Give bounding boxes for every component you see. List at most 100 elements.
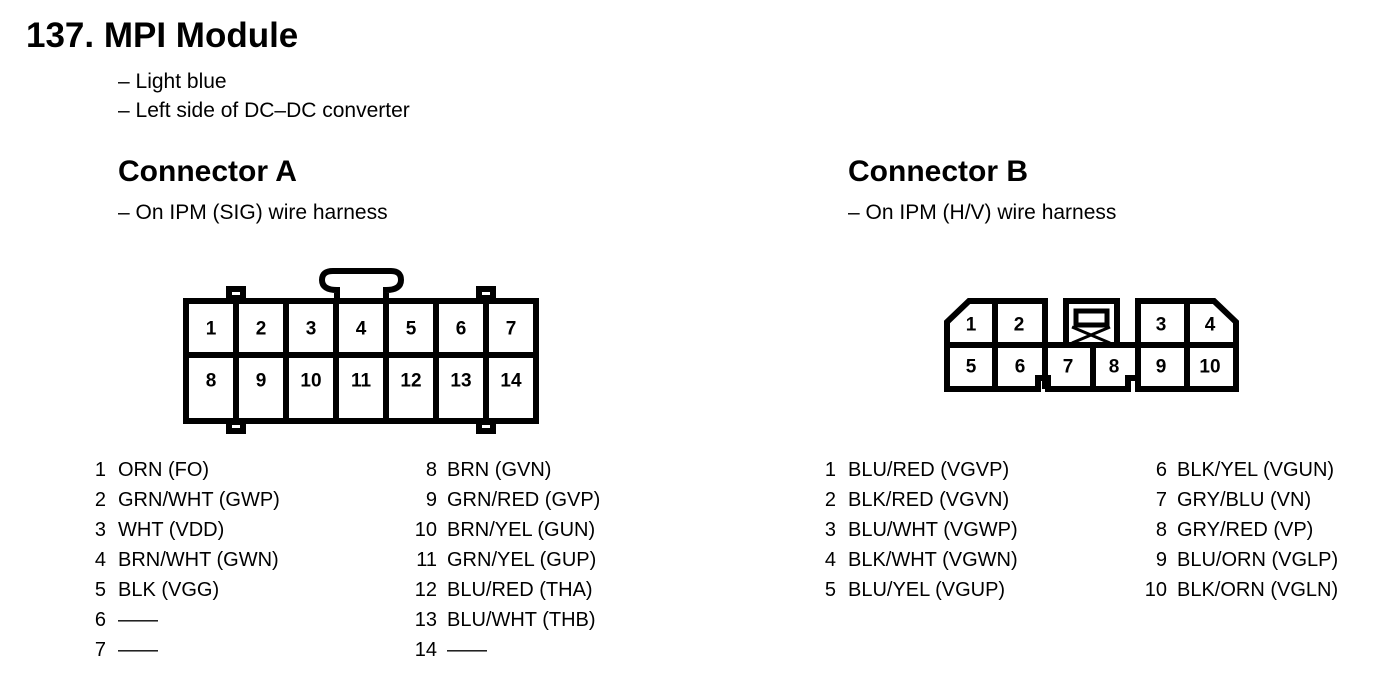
connector-b-title: Connector B [848, 155, 1028, 188]
wire-label: —— [118, 609, 158, 631]
pin-row: 8 GRY/RED (VP) [1127, 519, 1313, 542]
pin-number: 2 [94, 489, 106, 511]
wire-label: BLK/RED (VGVN) [848, 489, 1010, 511]
pin-number: 10 [1199, 357, 1220, 378]
wire-label: GRY/RED (VP) [1177, 519, 1314, 541]
pin-row: 1 ORN (FO) [66, 459, 209, 482]
pin-number: 3 [1156, 315, 1167, 336]
pin-number: 3 [824, 519, 836, 541]
pin-row: 10 BLK/ORN (VGLN) [1127, 579, 1338, 602]
wire-label: BLU/WHT (VGWP) [848, 519, 1018, 541]
pin-number: 5 [94, 579, 106, 601]
wire-label: BLU/ORN (VGLP) [1177, 549, 1339, 571]
pin-number: 7 [1155, 489, 1167, 511]
pin-number: 12 [414, 579, 437, 601]
pin-number: 8 [1155, 519, 1167, 541]
wire-label: BLU/WHT (THB) [447, 609, 596, 631]
pin-row: 7 GRY/BLU (VN) [1127, 489, 1311, 512]
pin-number: 8 [425, 459, 437, 481]
pin-row: 9 GRN/RED (GVP) [397, 489, 600, 512]
connector-b-location: – On IPM (H/V) wire harness [848, 201, 1117, 224]
pin-number: 7 [506, 319, 517, 340]
pin-number: 2 [256, 319, 267, 340]
pin-number: 5 [966, 357, 977, 378]
wire-label: BRN/YEL (GUN) [447, 519, 596, 541]
wire-label: BLK (VGG) [118, 579, 220, 601]
pin-row: 2 GRN/WHT (GWP) [66, 489, 280, 512]
connector-a-title: Connector A [118, 155, 297, 188]
pin-number: 1 [206, 319, 217, 340]
pin-row: 6 —— [66, 609, 158, 632]
pin-number: 6 [94, 609, 106, 631]
connector-b-housing [944, 298, 1239, 392]
pin-row: 9 BLU/ORN (VGLP) [1127, 549, 1338, 572]
pin-number: 6 [1015, 357, 1026, 378]
pin-number: 10 [300, 371, 321, 392]
pin-number: 12 [400, 371, 421, 392]
wire-label: BLK/ORN (VGLN) [1177, 579, 1339, 601]
pin-row: 2 BLK/RED (VGVN) [796, 489, 1009, 512]
wire-label: GRN/WHT (GWP) [118, 489, 280, 511]
pin-number: 9 [256, 371, 267, 392]
pin-number: 5 [406, 319, 417, 340]
pin-number: 2 [824, 489, 836, 511]
wire-label: BLU/RED (VGVP) [848, 459, 1010, 481]
pin-row: 10 BRN/YEL (GUN) [397, 519, 595, 542]
page-title: 137. MPI Module [26, 16, 299, 55]
pin-number: 10 [414, 519, 437, 541]
pin-number: 1 [966, 315, 977, 336]
connector-a-latch [318, 268, 405, 298]
wire-label: —— [447, 639, 487, 661]
pin-row: 6 BLK/YEL (VGUN) [1127, 459, 1334, 482]
wire-label: GRN/RED (GVP) [447, 489, 601, 511]
pin-row: 14 —— [397, 639, 487, 662]
wire-label: BLK/YEL (VGUN) [1177, 459, 1335, 481]
connector-a-tab [476, 286, 496, 301]
pin-number: 8 [1109, 357, 1120, 378]
pin-row: 5 BLU/YEL (VGUP) [796, 579, 1005, 602]
wire-label: GRY/BLU (VN) [1177, 489, 1312, 511]
wire-label: BLU/YEL (VGUP) [848, 579, 1006, 601]
pin-number: 9 [1155, 549, 1167, 571]
pin-number: 6 [1155, 459, 1167, 481]
pin-number: 5 [824, 579, 836, 601]
pin-number: 9 [425, 489, 437, 511]
wire-label: BLU/RED (THA) [447, 579, 593, 601]
wire-label: BRN/WHT (GWN) [118, 549, 279, 571]
pin-number: 14 [414, 639, 437, 661]
connector-a-housing [183, 298, 539, 424]
wire-label: BLK/WHT (VGWN) [848, 549, 1018, 571]
pin-number: 11 [351, 371, 372, 392]
note-location: – Left side of DC–DC converter [118, 99, 410, 122]
pin-row: 11 GRN/YEL (GUP) [397, 549, 596, 572]
pin-number: 4 [1205, 315, 1216, 336]
pin-row: 12 BLU/RED (THA) [397, 579, 593, 602]
pin-number: 13 [450, 371, 471, 392]
pin-number: 11 [416, 549, 437, 571]
pin-number: 6 [456, 319, 467, 340]
pin-number: 7 [1063, 357, 1074, 378]
pin-number: 4 [94, 549, 106, 571]
wire-label: GRN/YEL (GUP) [447, 549, 597, 571]
connector-a-location: – On IPM (SIG) wire harness [118, 201, 388, 224]
note-color: – Light blue [118, 70, 227, 93]
wire-label: WHT (VDD) [118, 519, 225, 541]
pin-row: 7—— [66, 639, 158, 662]
connector-a-tab [226, 286, 246, 301]
pin-number: 1 [94, 459, 106, 481]
pin-number: 2 [1014, 315, 1025, 336]
pin-number: 13 [414, 609, 437, 631]
pin-number: 10 [1144, 579, 1167, 601]
wire-label: ORN (FO) [118, 459, 210, 481]
pin-row: 4 BRN/WHT (GWN) [66, 549, 279, 572]
wire-label: —— [118, 639, 158, 661]
pin-number: 4 [356, 319, 367, 340]
pin-number: 8 [206, 371, 217, 392]
